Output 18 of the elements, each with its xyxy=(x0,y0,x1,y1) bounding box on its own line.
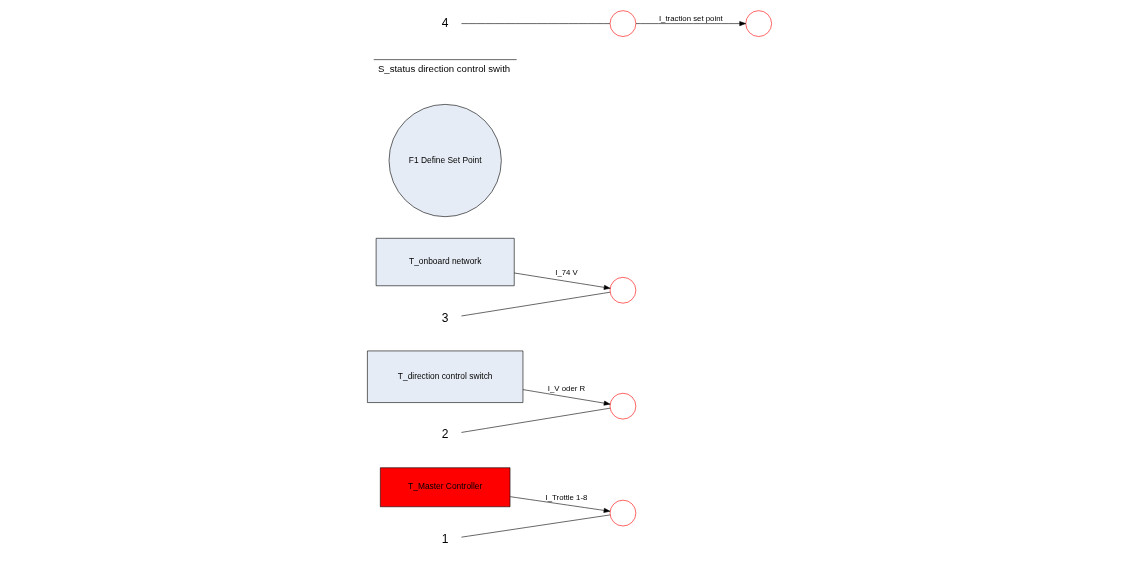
node-text: S_status direction control swith xyxy=(377,62,511,74)
node-circle xyxy=(609,277,637,304)
arrow xyxy=(514,272,611,290)
node-text: 1 xyxy=(441,531,449,546)
node-circle xyxy=(609,392,637,420)
node-circle xyxy=(609,10,637,37)
arrow xyxy=(509,496,611,513)
arrow xyxy=(635,21,746,26)
node-text: 3 xyxy=(441,310,449,325)
arrow xyxy=(522,389,611,406)
node-box: T_Master Controller xyxy=(380,467,511,508)
node-circle xyxy=(609,499,637,527)
node-box: T_direction control switch xyxy=(367,350,524,403)
node-box: T_onboard network xyxy=(375,238,515,287)
node-circle: F1 Define Set Point xyxy=(388,104,502,217)
node-circle xyxy=(745,10,772,37)
node-text: 4 xyxy=(441,15,449,30)
node-text: 2 xyxy=(441,427,449,441)
